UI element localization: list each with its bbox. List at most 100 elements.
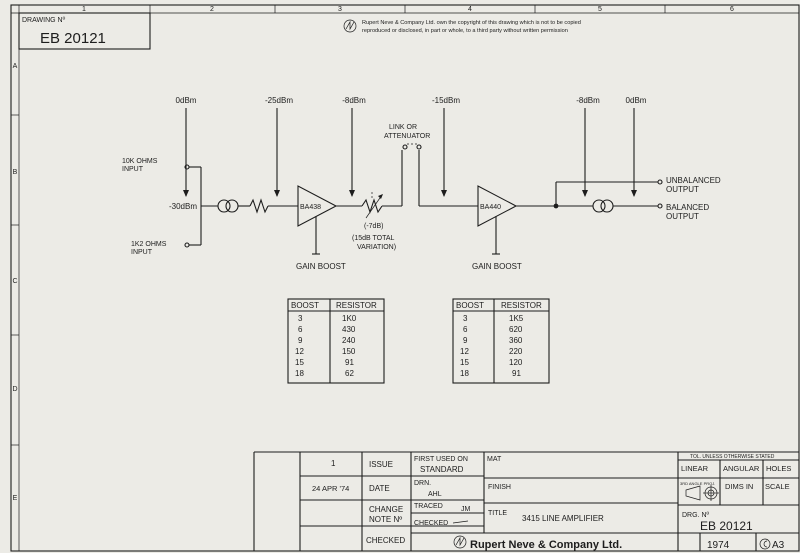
- table1-resistor-cell: 62: [345, 369, 354, 378]
- output-section: UNBALANCED OUTPUT: [553, 176, 721, 209]
- grid-col-3: 3: [338, 6, 342, 13]
- company-name: Rupert Neve & Company Ltd.: [470, 539, 622, 551]
- drawn-by-label: DRN.: [414, 480, 431, 487]
- table1-header-boost: BOOST: [291, 301, 319, 310]
- angular-label: ANGULAR: [723, 464, 760, 473]
- level-minus30dbm: -30dBm: [169, 202, 197, 211]
- input-10k: 10K OHMS INPUT: [122, 158, 201, 173]
- link-label-2: ATTENUATOR: [384, 133, 430, 140]
- grid-row-a: A: [13, 63, 18, 70]
- table1-boost-cell: 15: [295, 358, 304, 367]
- drawn-by-value: AHL: [428, 491, 442, 498]
- input-1k2: 1K2 OHMS INPUT: [131, 241, 201, 256]
- input-resistor-icon: [249, 198, 298, 214]
- holes-label: HOLES: [766, 464, 791, 473]
- table2-resistor-cell: 1K5: [509, 314, 524, 323]
- projection-label: 3RD ANGLE PROJ.: [680, 481, 715, 486]
- change-note-label-2: NOTE Nº: [369, 515, 402, 524]
- finish-label: FINISH: [488, 484, 511, 491]
- table2-header-boost: BOOST: [456, 301, 484, 310]
- grid-row-d: D: [12, 386, 17, 393]
- issue-label: ISSUE: [369, 460, 393, 469]
- drawing-number-footer: EB 20121: [700, 519, 753, 533]
- trim-pot-icon: (-7dB) (15dB TOTAL VARIATION): [352, 190, 396, 251]
- copyright-line-1: Rupert Neve & Company Ltd. own the copyr…: [362, 20, 581, 26]
- issue-number: 1: [331, 459, 336, 468]
- projection-symbol-icon: [685, 485, 719, 501]
- amplifier-ba438: BA438 GAIN BOOST: [296, 185, 346, 271]
- trim-label-2: (15dB TOTAL: [352, 235, 395, 242]
- traced-value: JM: [461, 506, 471, 513]
- input-10k-label-1: 10K OHMS: [122, 158, 158, 165]
- linear-label: LINEAR: [681, 464, 709, 473]
- checked-initial-mark: [452, 520, 469, 524]
- grid-row-labels: A B C D E: [12, 63, 17, 502]
- scale-label: SCALE: [765, 482, 790, 491]
- traced-label: TRACED: [414, 503, 443, 510]
- level-minus15dbm: -15dBm: [432, 96, 460, 105]
- table1-resistor-cell: 240: [342, 336, 356, 345]
- grid-row-b: B: [13, 169, 18, 176]
- balanced-output-label-2: OUTPUT: [666, 212, 699, 221]
- boost-table-1: BOOST RESISTOR: [287, 298, 385, 384]
- unbalanced-output-label-1: UNBALANCED: [666, 176, 721, 185]
- table1-rows: 3 1K0 6 430 9 240 12 150 15 91 18 62: [295, 314, 357, 378]
- level-0dbm-input: 0dBm: [176, 96, 197, 105]
- level-minus8dbm-2: -8dBm: [576, 96, 600, 105]
- link-label-1: LINK OR: [389, 124, 417, 131]
- input-1k2-label-2: INPUT: [131, 249, 153, 256]
- tolerance-label: TOL. UNLESS OTHERWISE STATED: [690, 454, 775, 460]
- level-minus8dbm-1: -8dBm: [342, 96, 366, 105]
- balanced-output-label-1: BALANCED: [666, 203, 709, 212]
- table1-resistor-cell: 1K0: [342, 314, 357, 323]
- grid-col-1: 1: [82, 6, 86, 13]
- grid-row-c: C: [12, 278, 17, 285]
- drawing-number-label: DRAWING Nº: [22, 17, 66, 24]
- drawing-number-footer-label: DRG. Nº: [682, 512, 710, 519]
- table2-boost-cell: 18: [460, 369, 469, 378]
- grid-col-2: 2: [210, 6, 214, 13]
- copyright-line-2: reproduced or disclosed, in part or whol…: [362, 28, 568, 34]
- drawing-number-box: DRAWING Nº EB 20121: [18, 12, 151, 50]
- title-label: TITLE: [488, 510, 507, 517]
- year-value: 1974: [707, 540, 730, 551]
- table2-rows: 3 1K5 6 620 9 360 12 220 15 120 18 91: [460, 314, 524, 378]
- table2-boost-cell: 3: [463, 314, 468, 323]
- dims-in-label: DIMS IN: [725, 482, 753, 491]
- boost-table-2: BOOST RESISTOR: [452, 298, 550, 384]
- checked-2-label: CHECKED: [414, 520, 448, 527]
- gain-boost-2-label: GAIN BOOST: [472, 262, 522, 271]
- amplifier-ba440-label: BA440: [480, 204, 501, 211]
- sheet-border: [10, 4, 800, 552]
- table2-resistor-cell: 220: [509, 347, 523, 356]
- unbalanced-output-label-2: OUTPUT: [666, 185, 699, 194]
- input-1k2-label-1: 1K2 OHMS: [131, 241, 167, 248]
- table1-boost-cell: 9: [298, 336, 303, 345]
- table2-boost-cell: 12: [460, 347, 469, 356]
- level-0dbm-output: 0dBm: [626, 96, 647, 105]
- table2-header-resistor: RESISTOR: [501, 301, 542, 310]
- table1-boost-cell: 6: [298, 325, 303, 334]
- level-minus25dbm: -25dBm: [265, 96, 293, 105]
- title-value: 3415 LINE AMPLIFIER: [522, 514, 604, 523]
- grid-col-6: 6: [730, 6, 734, 13]
- first-used-value: STANDARD: [420, 465, 464, 474]
- table2-boost-cell: 9: [463, 336, 468, 345]
- table2-boost-cell: 15: [460, 358, 469, 367]
- signal-levels: 0dBm -25dBm -8dBm -15dBm -8dBm 0dBm -30d…: [169, 96, 647, 211]
- table1-resistor-cell: 150: [342, 347, 356, 356]
- trim-label-1: (-7dB): [364, 223, 383, 230]
- company-logo-icon: [343, 19, 357, 33]
- trim-label-3: VARIATION): [357, 244, 396, 251]
- link-attenuator: LINK OR ATTENUATOR: [384, 124, 430, 206]
- amplifier-ba440: BA440 GAIN BOOST: [472, 185, 522, 271]
- copyright-notice: Rupert Neve & Company Ltd. own the copyr…: [343, 19, 581, 34]
- table1-resistor-cell: 430: [342, 325, 356, 334]
- sheet-size: A3: [772, 540, 785, 551]
- table2-boost-cell: 6: [463, 325, 468, 334]
- first-used-label: FIRST USED ON: [414, 456, 468, 463]
- date-label: DATE: [369, 484, 390, 493]
- table2-resistor-cell: 91: [512, 369, 521, 378]
- drawing-number: EB 20121: [40, 30, 106, 47]
- grid-column-labels: 1 2 3 5 6: [82, 6, 734, 13]
